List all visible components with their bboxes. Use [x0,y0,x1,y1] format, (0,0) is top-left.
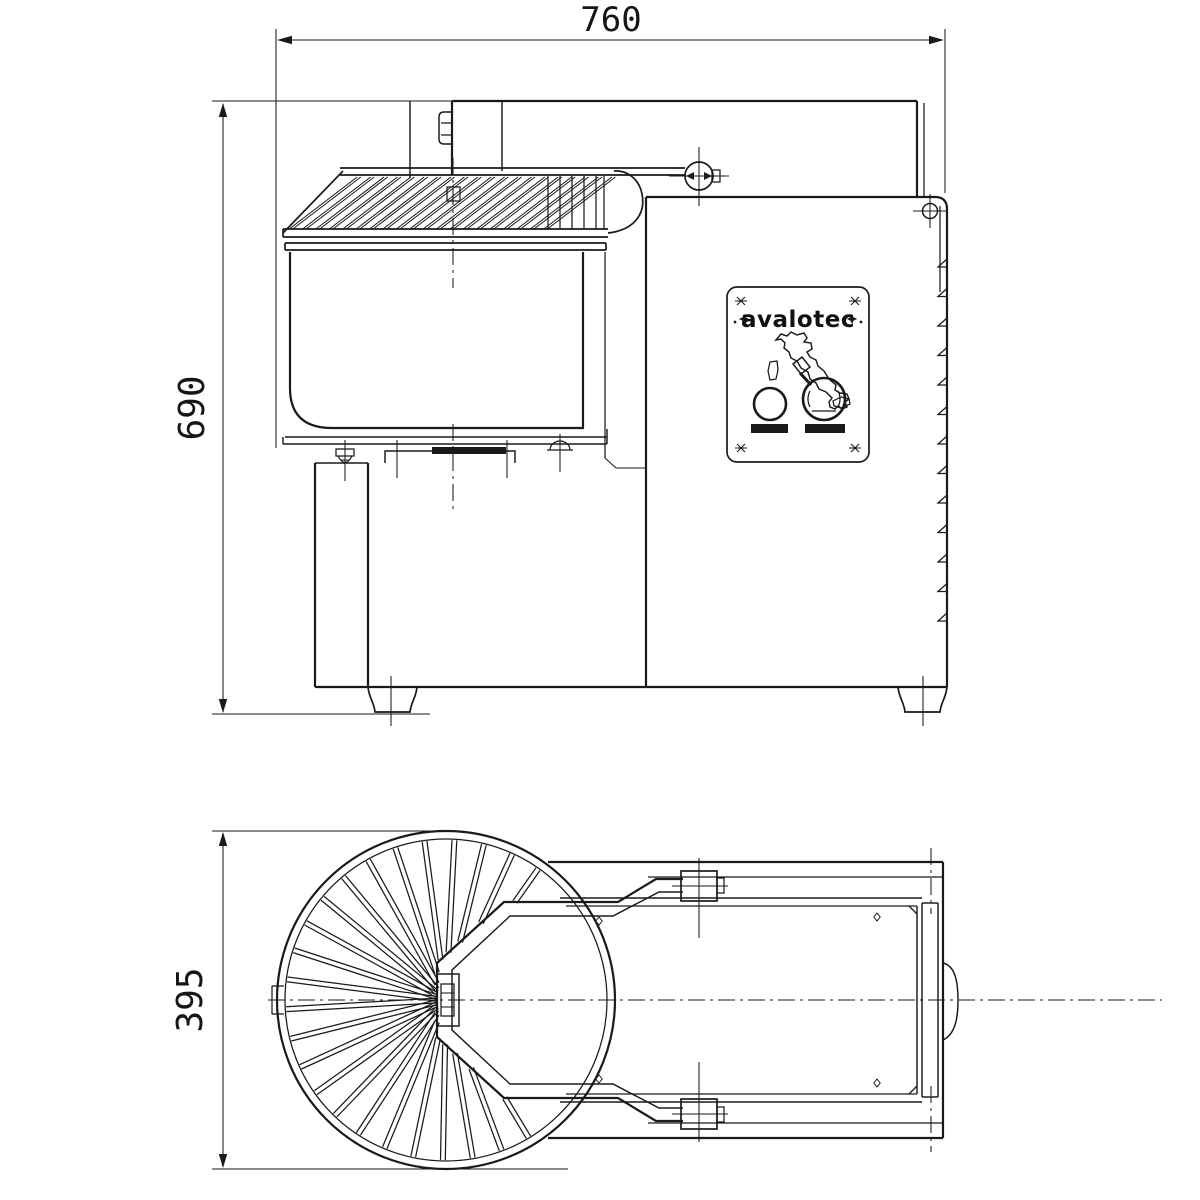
brand-logo-text: avalotec [741,307,855,333]
arrowhead-up-icon [218,832,228,846]
machine-head-housing [212,99,925,197]
italy-map-icon [767,331,851,410]
bowl-mount-plate [384,424,516,510]
dimension-width-label: 760 [580,0,641,40]
arrowhead-left-icon [277,35,292,45]
arrowhead-down-icon [218,699,228,713]
bowl-outline [288,252,585,430]
control-panel: avalotec [726,286,870,463]
top-view-plan: 395 [170,829,1162,1171]
brand-ornament-icon [733,314,863,324]
alignment-target-icon [913,194,947,228]
lid-hinge-pivot-icon [614,147,729,206]
panel-screw-icon [735,296,861,453]
sicily-shape [832,396,851,409]
side-view-elevation: 760 690 [172,0,949,726]
safety-grid-lid-side [282,147,729,288]
knob-label-plate [805,424,845,433]
mixing-bowl-side [282,242,608,510]
dimension-overall-width: 760 [275,0,946,448]
timer-knob [791,355,847,433]
bowl-bolt-left [335,440,355,481]
arrowhead-down-icon [218,1154,228,1168]
lid-grid-slats [288,176,616,230]
hinge-pin-bottom [672,1062,728,1142]
knob-label-plate [751,424,788,433]
safety-grid-slats-top [286,840,541,1161]
arrowhead-right-icon [929,35,944,45]
lid-rail-curve [607,170,644,234]
control-panel-plate [726,286,870,463]
dimension-bowl-diameter: 395 [170,830,568,1170]
rear-handle-bump [942,962,959,1041]
sardinia-shape [767,360,779,381]
bowl-pedestal [313,462,370,687]
dimension-height-label: 690 [172,375,213,440]
bowl-bolt-right [547,434,573,472]
hinge-pin-top [672,858,728,938]
dimension-overall-height: 690 [172,103,430,715]
inner-compartment-edge [908,905,918,1095]
arrowhead-up-icon [218,103,228,117]
machine-feet-side [367,676,948,726]
dimension-diameter-label: 395 [170,967,211,1032]
timer-lever-key [791,355,812,376]
machine-body-top [548,860,959,1140]
power-knob [751,386,788,433]
bowl-circle-top [271,829,617,1171]
machine-body-side [315,194,949,689]
center-lines [268,848,1162,1152]
head-bracket [438,111,452,145]
foot-left [367,686,418,713]
screw-mark-icon [595,912,881,1088]
timer-lever [798,371,813,387]
ventilation-louvers [936,258,948,622]
